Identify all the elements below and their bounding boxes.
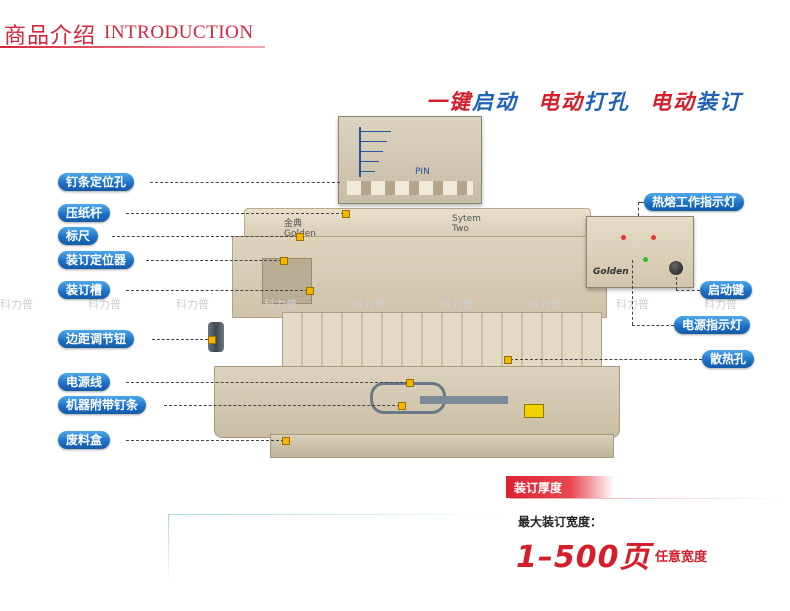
slogan-part2-red: 电动 xyxy=(538,90,584,114)
callout-pin-hole: 钉条定位孔 xyxy=(58,173,135,191)
machine-vent-tray xyxy=(282,312,602,374)
callout-binding-slot: 装订槽 xyxy=(58,281,111,299)
machine-model-label: Sytem Two xyxy=(452,214,481,234)
left-decor-rule xyxy=(168,514,508,515)
watermark-text: 科力普 xyxy=(528,298,561,311)
slogan-part1-blue: 启动 xyxy=(472,90,518,114)
inset-pin-label: PIN xyxy=(415,167,430,177)
watermark-text: 科力普 xyxy=(88,298,121,311)
machine-ruler-panel xyxy=(262,258,312,304)
margin-knob xyxy=(208,322,224,352)
binding-strips xyxy=(420,396,508,404)
spec-banner: 装订厚度 xyxy=(506,476,614,498)
watermark-text: 科力普 xyxy=(0,298,33,311)
callout-power-indicator: 电源指示灯 xyxy=(674,316,751,334)
inset-detail-pin-holes: PIN xyxy=(338,116,482,204)
watermark-text: 科力普 xyxy=(264,298,297,311)
inset-scale xyxy=(359,127,401,177)
section-header: 商品介绍 INTRODUCTION xyxy=(0,0,790,49)
header-title-en: INTRODUCTION xyxy=(104,22,254,43)
callout-margin-knob: 边距调节钮 xyxy=(58,330,135,348)
waste-drawer xyxy=(270,434,614,458)
left-decor-vrule xyxy=(168,514,169,584)
inset-slots xyxy=(347,181,473,195)
callout-included-strips: 机器附带钉条 xyxy=(58,396,147,414)
slogan-part3-red: 电动 xyxy=(650,90,696,114)
inset-control-panel: Golden xyxy=(586,216,694,288)
power-led-icon xyxy=(643,257,648,262)
header-underline xyxy=(0,46,265,48)
spec-max-width-label: 最大装订宽度： xyxy=(518,515,603,529)
work-led-icon xyxy=(651,235,656,240)
watermark-text: 科力普 xyxy=(176,298,209,311)
callout-start-key: 启动键 xyxy=(700,281,753,299)
callout-positioner: 装订定位器 xyxy=(58,251,135,269)
watermark-text: 科力普 xyxy=(704,298,737,311)
spec-banner-label: 装订厚度 xyxy=(514,481,563,495)
callout-vent-holes: 散热孔 xyxy=(702,350,755,368)
slogan-part2-blue: 打孔 xyxy=(584,90,630,114)
spec-divider xyxy=(510,498,790,499)
slogan-part3-blue: 装订 xyxy=(696,90,742,114)
spec-width-note: 任意宽度 xyxy=(655,550,708,565)
callout-waste-box: 废料盒 xyxy=(58,431,111,449)
slogan: 一键启动电动打孔电动装订 xyxy=(426,86,742,116)
panel-brand: Golden xyxy=(593,267,629,277)
callout-power-cord: 电源线 xyxy=(58,373,111,391)
watermark-text: 科力普 xyxy=(352,298,385,311)
start-button-icon xyxy=(669,261,683,275)
header-title-cn: 商品介绍 xyxy=(4,24,97,49)
callout-ruler: 标尺 xyxy=(58,227,99,245)
machine-base xyxy=(214,366,620,438)
slogan-part1-red: 一键 xyxy=(426,90,472,114)
callout-paper-bar: 压纸杆 xyxy=(58,204,111,222)
watermark-text: 科力普 xyxy=(440,298,473,311)
watermark-row: 科力普 科力普 科力普 科力普 科力普 科力普 科力普 科力普 科力普 xyxy=(0,296,790,316)
callout-heat-indicator: 热熔工作指示灯 xyxy=(644,193,745,211)
spec-page-range: 1–500页 xyxy=(516,540,651,575)
warning-sticker xyxy=(524,404,544,418)
heat-led-icon xyxy=(621,235,626,240)
